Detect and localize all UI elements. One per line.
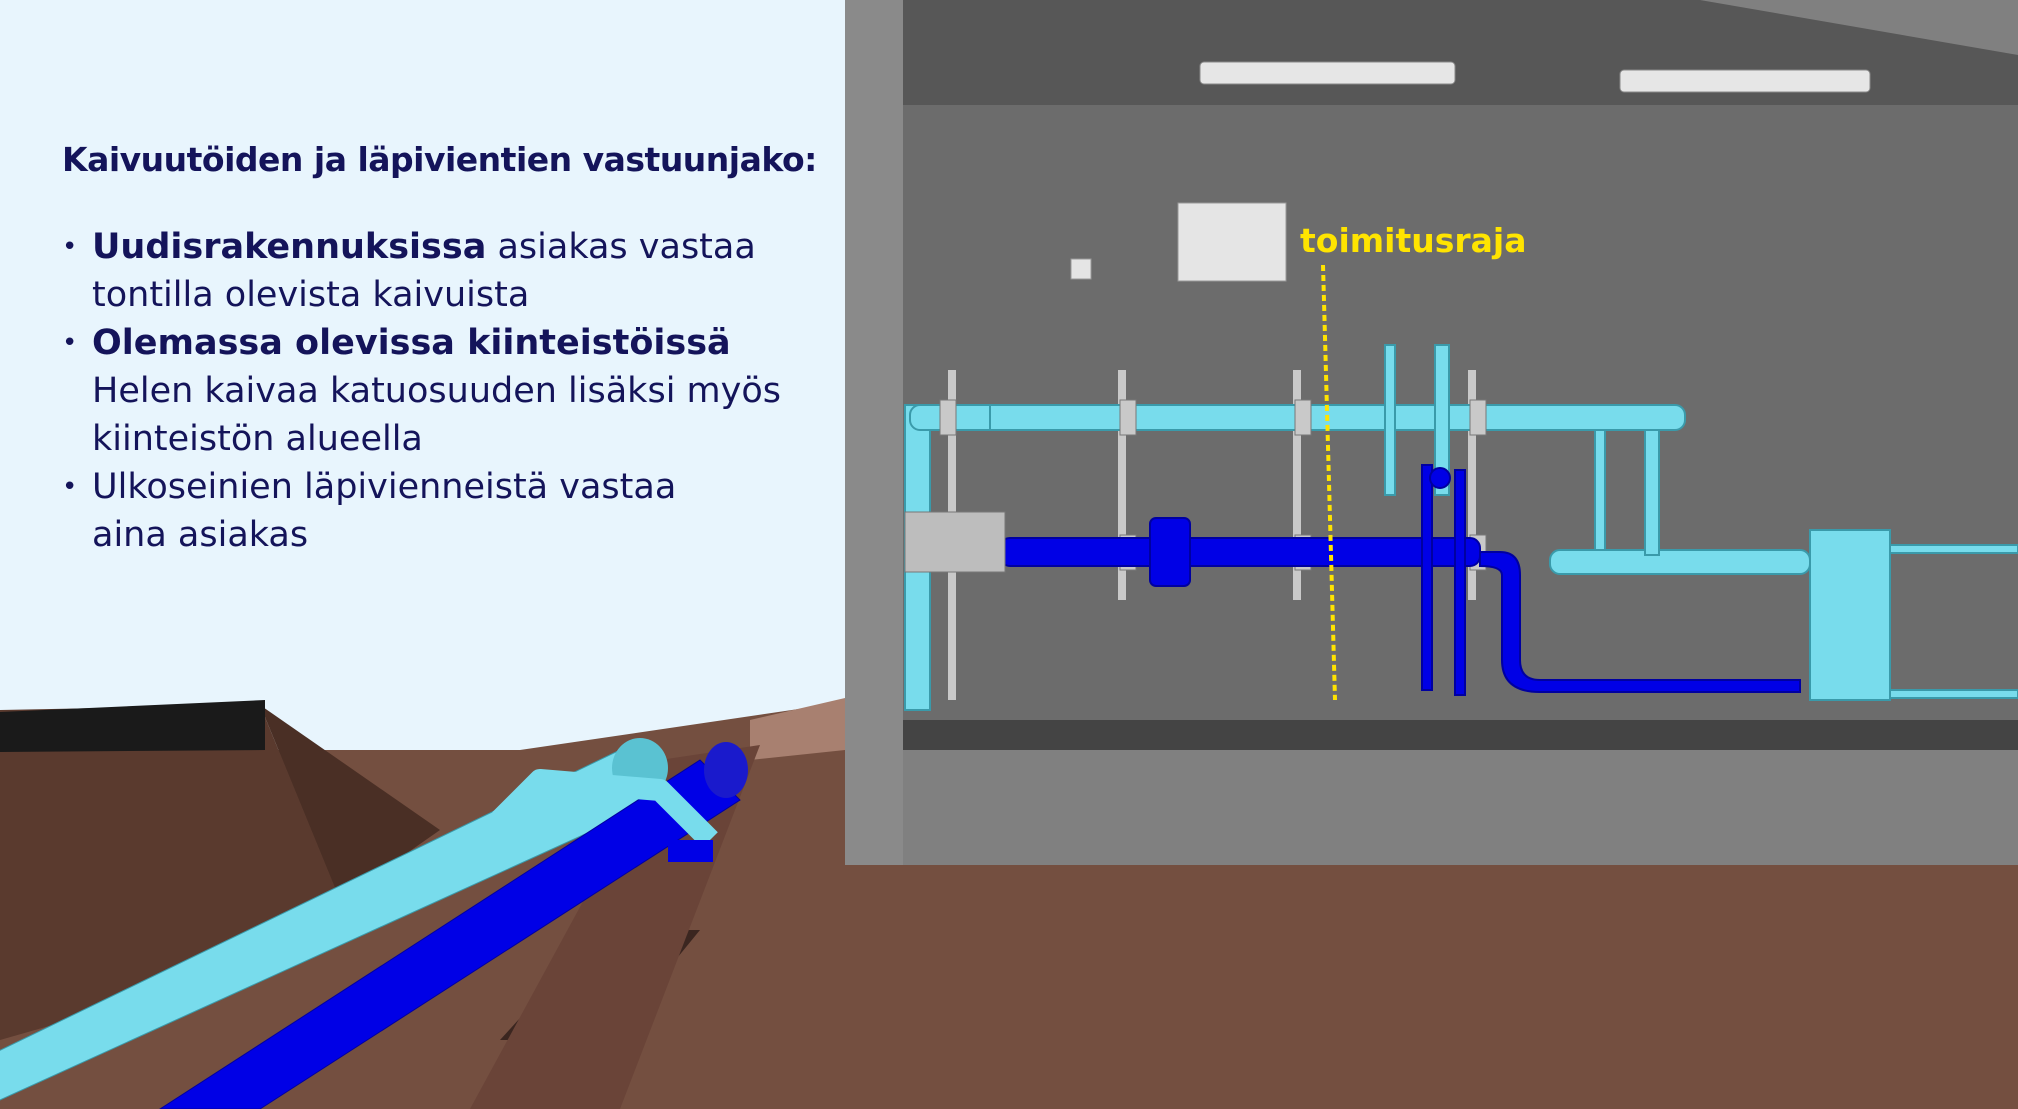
bullet-line: aina asiakas xyxy=(92,515,309,555)
bullet-line: Ulkoseinien läpivienneistä vastaa xyxy=(92,467,677,507)
building-wall xyxy=(845,0,2018,865)
heading: Kaivuutöiden ja läpivientien vastuunjako… xyxy=(62,140,817,179)
electrical-box xyxy=(1177,202,1287,282)
bullet-rest: asiakas vastaa xyxy=(497,227,756,267)
bullet-line: kiinteistön alueella xyxy=(92,419,423,459)
bullet-bold: Uudisrakennuksissa xyxy=(92,227,487,267)
return-pipe xyxy=(999,464,1801,696)
bullet-line: tontilla olevista kaivuista xyxy=(92,275,530,315)
shutoff-box xyxy=(904,511,1006,573)
ceiling-light-icon xyxy=(1199,61,1871,93)
boundary-line xyxy=(1321,264,1337,701)
boundary-label: toimitusraja xyxy=(1300,221,1527,260)
bullet-item: Uudisrakennuksissa asiakas vastaa tontil… xyxy=(62,223,822,319)
bullet-item: Olemassa olevissa kiinteistöissä Helen k… xyxy=(62,319,822,463)
bullet-bold: Olemassa olevissa kiinteistöissä xyxy=(92,323,731,363)
bullet-list: Uudisrakennuksissa asiakas vastaa tontil… xyxy=(62,223,822,559)
bullet-line: Helen kaivaa katuosuuden lisäksi myös xyxy=(92,371,781,411)
responsibility-text-panel: Kaivuutöiden ja läpivientien vastuunjako… xyxy=(62,140,822,559)
wall-socket xyxy=(1070,258,1092,280)
bullet-item: Ulkoseinien läpivienneistä vastaa aina a… xyxy=(62,463,822,559)
underground-pipes xyxy=(0,738,748,1109)
